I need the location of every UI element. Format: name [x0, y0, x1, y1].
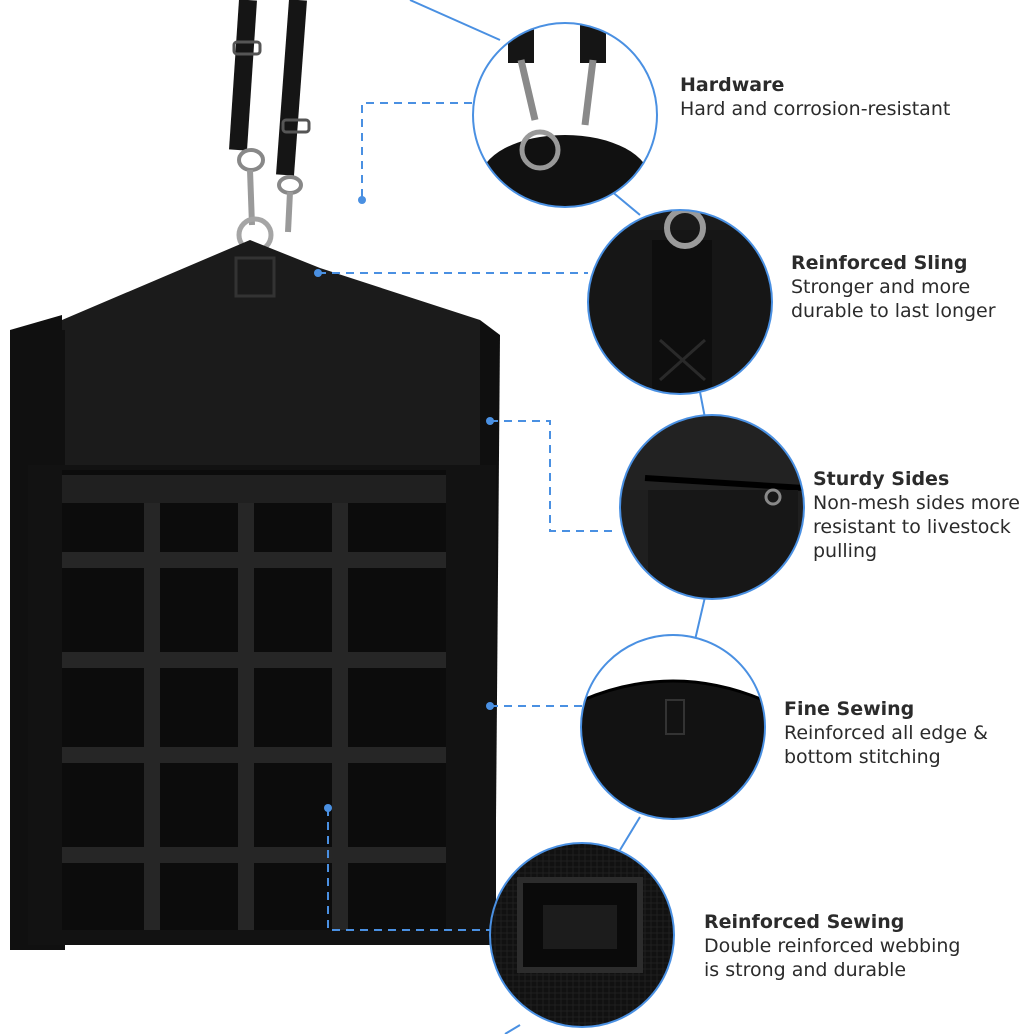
feature-title: Fine Sewing [784, 698, 915, 720]
hanging-straps [229, 0, 311, 254]
feature-title: Sturdy Sides [813, 468, 950, 490]
detail-circle-sides [619, 414, 805, 600]
leader-dots [314, 196, 494, 812]
feature-description: Stronger and more durable to last longer [791, 276, 996, 322]
detail-circle-sling [587, 209, 773, 395]
detail-circle-reinforced-sewing [489, 842, 675, 1028]
feature-reinforced-sling: Reinforced Sling Stronger and more durab… [791, 251, 996, 323]
feature-sturdy-sides: Sturdy Sides Non-mesh sides more resista… [813, 467, 1020, 563]
detail-circle-fine-sewing [580, 634, 766, 820]
dashed-leaders [318, 102, 618, 931]
feature-title: Hardware [680, 74, 785, 96]
hay-bag [10, 240, 500, 950]
feature-hardware: Hardware Hard and corrosion-resistant [680, 73, 950, 121]
feature-fine-sewing: Fine Sewing Reinforced all edge & bottom… [784, 697, 988, 769]
feature-reinforced-sewing: Reinforced Sewing Double reinforced webb… [704, 910, 960, 982]
feature-description: Double reinforced webbing is strong and … [704, 935, 961, 981]
connector-chain-line [409, 0, 706, 1034]
detail-circle-hardware [472, 22, 658, 208]
feature-title: Reinforced Sling [791, 252, 968, 274]
feature-title: Reinforced Sewing [704, 911, 905, 933]
feature-description: Reinforced all edge & bottom stitching [784, 722, 988, 768]
feature-description: Hard and corrosion-resistant [680, 98, 951, 120]
feature-description: Non-mesh sides more resistant to livesto… [813, 492, 1020, 562]
